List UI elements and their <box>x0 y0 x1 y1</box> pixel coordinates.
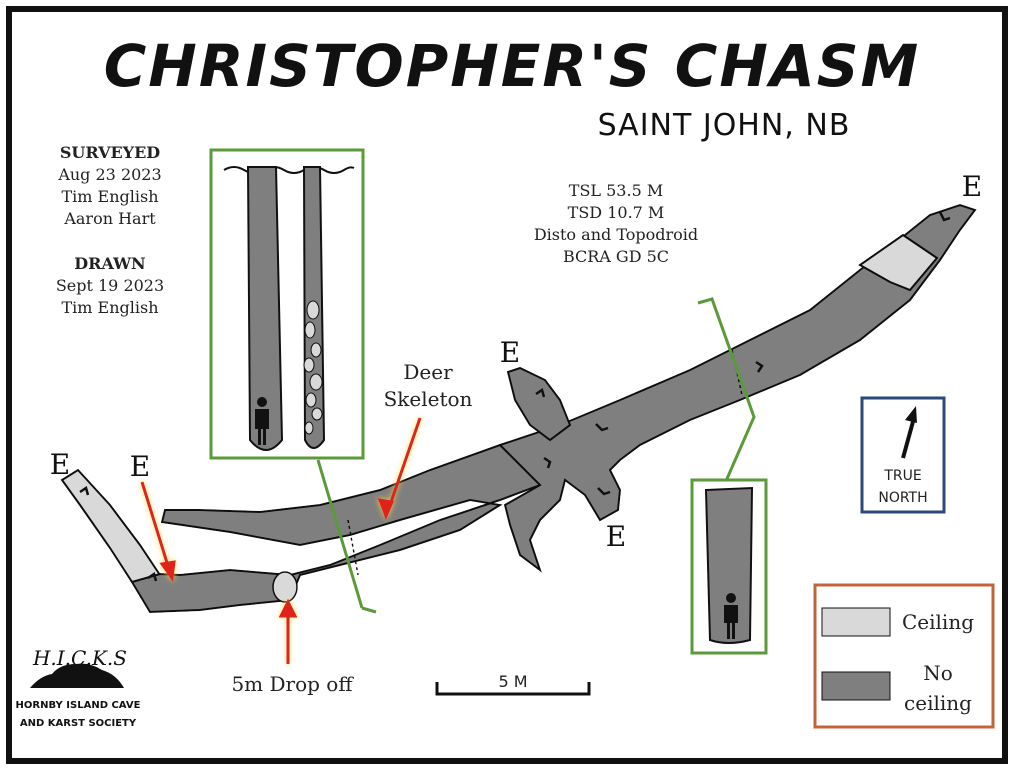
callout-line-west <box>316 459 364 609</box>
arrow-deer <box>388 417 422 506</box>
arrow-head <box>377 498 395 521</box>
arrow-head <box>159 560 176 582</box>
surveyor-1: Tim English <box>61 187 158 206</box>
north-label-1: TRUE <box>883 468 921 484</box>
drop-off-label: 5m Drop off <box>231 672 354 696</box>
drop-off-pit <box>272 571 298 603</box>
slope-chevron <box>535 388 546 398</box>
slope-chevron <box>755 360 764 373</box>
slope-chevron <box>543 456 552 469</box>
hicks-logo: H.I.C.K.S HORNBY ISLAND CAVE AND KARST S… <box>16 646 141 729</box>
surveyor-2: Aaron Hart <box>63 209 156 228</box>
shaft-1 <box>246 166 284 451</box>
map-title: CHRISTOPHER'S CHASM <box>104 32 921 100</box>
person-icon <box>255 397 269 445</box>
drawn-date: Sept 19 2023 <box>56 276 164 295</box>
callout-line-east <box>697 297 756 482</box>
stat-method: Disto and Topodroid <box>534 225 698 244</box>
survey-info: SURVEYED Aug 23 2023 Tim English Aaron H… <box>56 143 164 317</box>
entrance-label: E <box>962 170 982 203</box>
entrance-label: E <box>606 520 626 553</box>
deer-label-line2: Skeleton <box>384 387 473 411</box>
logo-line2: AND KARST SOCIETY <box>20 718 137 729</box>
section-passage-east <box>704 486 754 644</box>
arrow-entrance <box>140 481 170 567</box>
entrance-label: E <box>50 448 70 481</box>
legend-label-no-ceiling-2: ceiling <box>904 691 972 715</box>
stat-tsd: TSD 10.7 M <box>568 203 665 222</box>
entrance-labels: E E E E E <box>50 170 982 553</box>
section-box-west <box>209 148 365 460</box>
entrance-label: E <box>130 450 150 483</box>
ne-passage <box>498 203 977 573</box>
surveyed-date: Aug 23 2023 <box>57 165 161 184</box>
north-indicator: TRUE NORTH <box>860 396 946 514</box>
arrow-head <box>278 598 298 618</box>
drawn-by: Tim English <box>61 298 158 317</box>
slope-chevron <box>147 572 158 582</box>
cross-section-west <box>209 148 365 460</box>
scale-bar: 5 M <box>435 672 591 696</box>
stat-tsl: TSL 53.5 M <box>569 181 663 200</box>
survey-stats: TSL 53.5 M TSD 10.7 M Disto and Topodroi… <box>534 181 698 266</box>
cave-plan <box>60 203 977 614</box>
slope-chevron <box>938 211 951 222</box>
legend-label-ceiling: Ceiling <box>902 610 974 634</box>
annotation-arrows <box>140 417 422 664</box>
slope-chevron <box>597 487 611 496</box>
stat-grade: BCRA GD 5C <box>563 247 669 266</box>
drawn-heading: DRAWN <box>74 254 145 273</box>
ceiling-passage-left <box>60 468 162 583</box>
legend-swatch-ceiling <box>821 607 891 637</box>
callout-tick-west <box>361 606 377 614</box>
slope-chevron <box>595 423 609 432</box>
legend-swatch-no-ceiling <box>821 671 891 701</box>
slope-markers <box>79 211 951 582</box>
section-callouts <box>316 297 756 614</box>
branch-passage <box>506 366 572 442</box>
cross-section-east <box>690 478 768 655</box>
logo-line1: HORNBY ISLAND CAVE <box>16 700 141 711</box>
legend: Ceiling No ceiling <box>813 583 995 729</box>
north-label-2: NORTH <box>878 490 927 506</box>
legend-label-no-ceiling-1: No <box>923 661 953 685</box>
scale-bar-line <box>435 682 591 696</box>
scale-bar-label: 5 M <box>498 672 527 691</box>
north-arrow-icon <box>905 406 917 423</box>
person-icon <box>724 593 738 639</box>
main-passage <box>130 438 567 614</box>
north-arrow-shaft <box>901 417 916 459</box>
entrance-label: E <box>500 336 520 369</box>
surveyed-heading: SURVEYED <box>60 143 160 162</box>
logo-cave-shape <box>30 663 124 688</box>
slope-chevron <box>79 486 90 496</box>
surface-line <box>223 166 355 174</box>
rubble <box>303 300 323 435</box>
map-subtitle: SAINT JOHN, NB <box>598 108 851 143</box>
ceiling-passage-ne <box>858 233 939 292</box>
deer-label-line1: Deer <box>403 360 453 384</box>
